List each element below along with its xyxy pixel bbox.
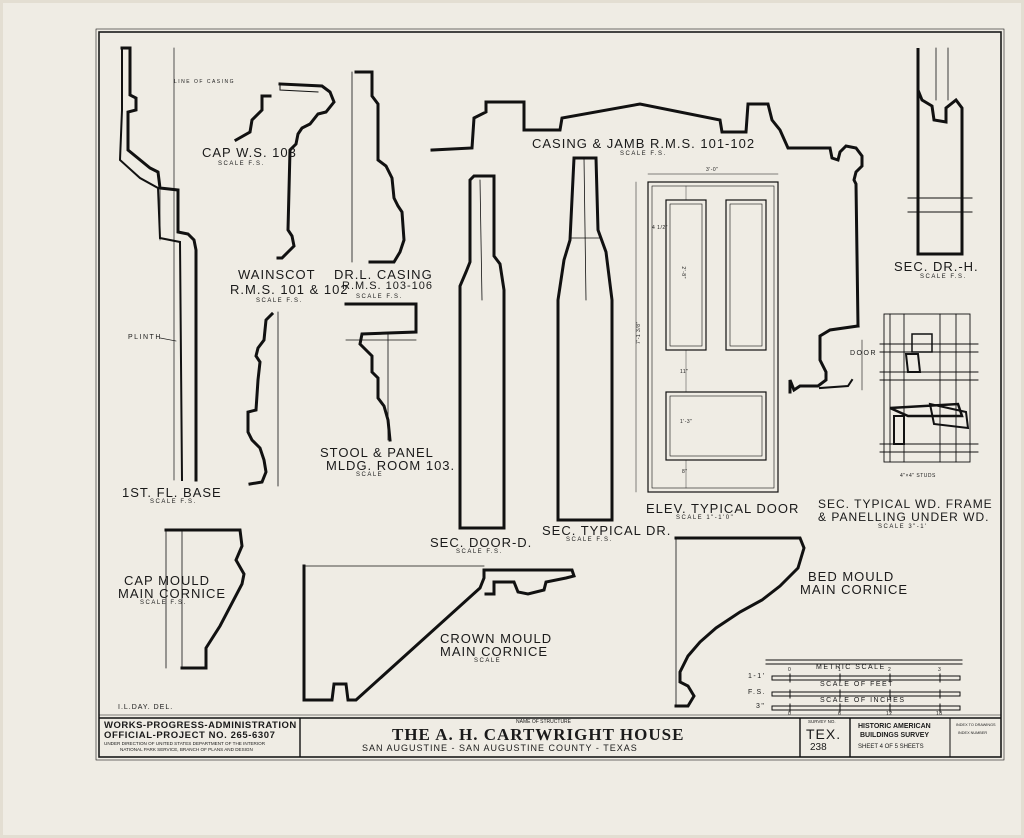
wainscot-scale: SCALE F.S. <box>256 298 303 304</box>
elev-typical-door-scale: SCALE 1"-1'0" <box>676 515 735 521</box>
sec-typical-wd-frame-title: SEC. TYPICAL WD. FRAME <box>818 497 993 511</box>
sec-typical-wd-frame-scale: SCALE 3"-1' <box>878 524 928 530</box>
wainscot-title: WAINSCOT <box>238 267 316 282</box>
crown-mould-scale: SCALE <box>474 658 502 664</box>
wpa-title: WORKS-PROGRESS-ADMINISTRATION <box>104 720 297 731</box>
door-panel-top-dim: 2'-8" <box>679 266 686 279</box>
casing-jamb-title: CASING & JAMB R.M.S. 101-102 <box>532 136 756 151</box>
stool-panel-subtitle: MLDG. ROOM 103. <box>326 458 456 473</box>
survey-state: TEX. <box>806 726 842 742</box>
studs-label: 4"×4" STUDS <box>900 473 936 479</box>
sec-typical-dr-title: SEC. TYPICAL DR. <box>542 523 672 538</box>
door-stile-dim: 4 1/2" <box>652 225 668 231</box>
sheet-border <box>98 31 1002 758</box>
sec-door-d-title: SEC. DOOR-D. <box>430 535 533 550</box>
wpa-nps: NATIONAL PARK SERVICE, BRANCH OF PLANS A… <box>120 747 253 752</box>
index-line-2: INDEX NUMBER <box>958 731 988 735</box>
drl-casing-profile <box>351 70 406 264</box>
wainscot-subtitle: R.M.S. 101 & 102 <box>230 282 349 297</box>
drl-casing-scale: SCALE F.S. <box>356 294 403 300</box>
habs-line-1: HISTORIC AMERICAN <box>858 723 931 730</box>
bed-mould-subtitle: MAIN CORNICE <box>800 582 909 597</box>
sheet-number: SHEET 4 OF 5 SHEETS <box>858 744 924 750</box>
sec-dr-h-title: SEC. DR.-H. <box>894 259 979 274</box>
feet-scale-label: SCALE OF FEET <box>820 681 894 688</box>
cap-ws-scale: SCALE F.S. <box>218 161 265 167</box>
inch-tick-1: 6 <box>838 711 842 717</box>
inch-tick-3: 18 <box>936 711 943 717</box>
cap-ws-title: CAP W.S. 103 <box>202 145 297 160</box>
elev-typical-door <box>635 173 779 493</box>
structure-location: SAN AUGUSTINE - SAN AUGUSTINE COUNTY - T… <box>362 743 638 753</box>
stool-panel-scale: SCALE <box>356 472 384 478</box>
first-floor-base-profile <box>118 46 198 482</box>
stool-panel-title: STOOL & PANEL <box>320 445 434 460</box>
sec-typical-wd-frame <box>861 313 979 463</box>
door-label: DOOR <box>850 350 877 357</box>
cap-mould-title: CAP MOULD <box>124 573 211 588</box>
wainscot-profile <box>276 82 336 260</box>
feet-tick-1: 1 <box>838 667 842 673</box>
bed-mould-title: BED MOULD <box>808 569 895 584</box>
bed-mould-profile <box>674 536 806 708</box>
feet-tick-3: 3 <box>938 667 942 673</box>
cap-ws-profile <box>233 94 272 143</box>
cap-mould-profile <box>164 528 246 670</box>
survey-number: 238 <box>810 742 827 753</box>
fs-marker: F.S. <box>748 689 767 696</box>
inch-tick-0: 0 <box>788 711 792 717</box>
first-fl-base-title: 1ST. FL. BASE <box>122 485 222 500</box>
crown-mould-subtitle: MAIN CORNICE <box>440 644 549 659</box>
survey-caption: SURVEY NO. <box>808 719 836 724</box>
door-height-dim: 7'-1 3/8" <box>635 321 642 345</box>
sec-dr-h-scale: SCALE F.S. <box>920 274 967 280</box>
title-block <box>99 714 1001 757</box>
door-rail-dim: 11" <box>680 369 689 375</box>
feet-marker: 1-1' <box>748 673 766 680</box>
metric-scale-label: METRIC SCALE <box>816 664 886 671</box>
line-of-casing-label: LINE OF CASING <box>174 79 236 85</box>
sec-typical-dr-profile <box>556 156 614 522</box>
three-inch-marker: 3" <box>756 703 766 710</box>
drl-casing-title: DR.L. CASING <box>334 267 433 282</box>
inch-tick-2: 12 <box>886 711 893 717</box>
first-fl-base-scale: SCALE F.S. <box>150 499 197 505</box>
inches-scale-label: SCALE OF INCHES <box>820 697 906 704</box>
casing-jamb-profile <box>430 100 864 394</box>
delineator: I.L.DAY. DEL. <box>118 704 174 711</box>
stool-panel-profile <box>344 302 418 442</box>
sec-dr-h-profile <box>907 47 973 256</box>
crown-mould-profile <box>302 564 576 702</box>
wpa-direction: UNDER DIRECTION OF UNITED STATES DEPARTM… <box>104 741 266 746</box>
door-bottom-dim: 8" <box>682 469 688 475</box>
drl-casing-subtitle: R.M.S. 103-106 <box>342 280 434 292</box>
feet-tick-2: 2 <box>888 667 892 673</box>
wainscot-base-profile <box>246 311 279 487</box>
wpa-project: OFFICIAL-PROJECT NO. 265-6307 <box>104 730 276 741</box>
crown-mould-title: CROWN MOULD <box>440 631 553 646</box>
door-width-dim: 3'-0" <box>706 167 719 173</box>
structure-name: THE A. H. CARTWRIGHT HOUSE <box>392 725 685 744</box>
sec-typical-dr-scale: SCALE F.S. <box>566 537 613 543</box>
door-panel-bot-dim: 1'-3" <box>680 419 693 425</box>
sec-typical-wd-frame-subtitle: & PANELLING UNDER WD. <box>818 510 990 524</box>
habs-line-2: BUILDINGS SURVEY <box>860 732 930 739</box>
graphic-scales <box>765 659 963 713</box>
plinth-label: PLINTH <box>128 334 162 341</box>
cap-mould-subtitle: MAIN CORNICE <box>118 586 227 601</box>
structure-caption: NAME OF STRUCTURE <box>516 719 571 725</box>
casing-jamb-scale: SCALE F.S. <box>620 151 667 157</box>
sec-door-d-scale: SCALE F.S. <box>456 549 503 555</box>
feet-tick-0: 0 <box>788 667 792 673</box>
index-line-1: INDEX TO DRAWINGS <box>956 723 996 727</box>
elev-typical-door-title: ELEV. TYPICAL DOOR <box>646 501 800 516</box>
sec-door-d-profile <box>458 174 506 530</box>
cap-mould-scale: SCALE F.S. <box>140 600 187 606</box>
